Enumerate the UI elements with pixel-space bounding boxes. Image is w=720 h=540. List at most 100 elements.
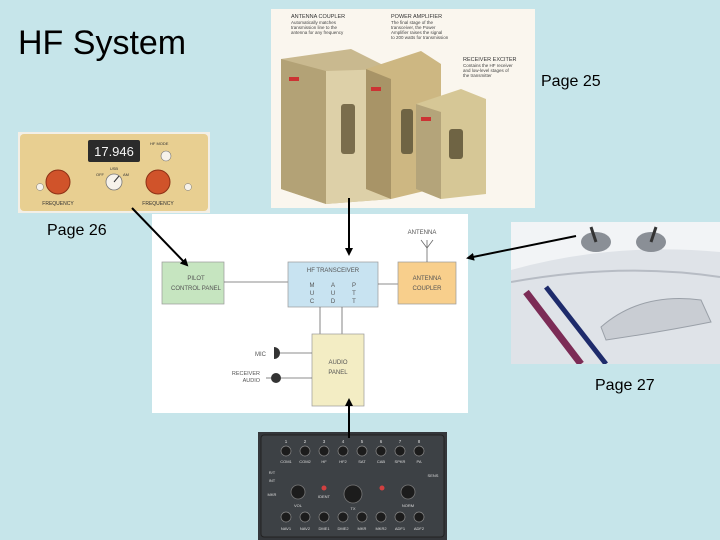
cockpit-icon <box>581 226 666 252</box>
column-letter: C <box>310 299 315 305</box>
sens-label: SENS <box>428 473 439 478</box>
int-label: INT <box>269 478 276 483</box>
column-letter: T <box>352 291 356 297</box>
receiver-audio-label: RECEIVER <box>232 371 260 377</box>
off-label: OFF <box>96 172 105 177</box>
tx-label: TX <box>350 506 355 511</box>
navigation-select-knob-icon[interactable] <box>394 511 406 523</box>
antenna-coupler-box <box>397 261 457 305</box>
receiver-select-label: CAB <box>377 459 386 464</box>
navigation-select-knob-icon[interactable] <box>356 511 368 523</box>
channel-number: 2 <box>304 439 307 444</box>
transmit-selector-knob-icon <box>343 484 363 504</box>
transceiver-columns: M U C A U D P T T <box>310 283 357 305</box>
audio-box-label: PANEL <box>328 370 348 376</box>
antenna-fairing <box>600 298 712 341</box>
amplifier-caption-line: transceiver, the Power <box>391 25 436 30</box>
receiver-select-label: HF2 <box>339 459 347 464</box>
antenna-icon <box>420 239 434 262</box>
coupler-caption-line: transmission line to the <box>291 25 338 30</box>
coupler-box-label: COUPLER <box>412 286 442 292</box>
page-label-27: Page 27 <box>595 377 655 394</box>
indicator-light-icon <box>379 485 385 491</box>
navigation-select-knob-icon[interactable] <box>413 511 425 523</box>
left-frequency-knob-icon <box>45 169 71 195</box>
receiver-select-label: COM1 <box>280 459 292 464</box>
right-frequency-label: FREQUENCY <box>142 201 174 207</box>
slide-title: HF System <box>18 24 187 62</box>
amplifier-caption-line: to 200 watts for transmission <box>391 35 449 40</box>
channel-number: 7 <box>399 439 402 444</box>
column-letter: P <box>352 283 356 289</box>
navigation-select-knob-icon[interactable] <box>318 511 330 523</box>
left-frequency-label: FREQUENCY <box>42 201 74 207</box>
column-letter: A <box>331 283 335 289</box>
right-frequency-knob-icon <box>145 169 171 195</box>
navigation-select-knob-icon[interactable] <box>375 511 387 523</box>
coupler-box-label: ANTENNA <box>413 276 442 282</box>
am-label: AM <box>123 172 129 177</box>
hf-transceiver-box <box>287 261 379 308</box>
aircraft-drawing <box>511 222 720 364</box>
usb-label: USB <box>110 166 119 171</box>
pilot-control-panel-photo: 17.946 HF MODE USB OFF AM FREQUENCY FREQ… <box>18 132 210 213</box>
navigation-select-label: ADF2 <box>414 526 425 531</box>
receiver-select-knob-icon[interactable] <box>394 445 406 457</box>
exciter-caption-line: Contains the HF receiver <box>463 63 513 68</box>
indicator-light-icon <box>321 485 327 491</box>
receiver-select-knob-icon[interactable] <box>356 445 368 457</box>
navigation-select-knob-icon[interactable] <box>299 511 311 523</box>
column-letter: M <box>310 283 315 289</box>
rt-label: R/T <box>269 470 276 475</box>
vol-label: VOL <box>294 503 303 508</box>
receiver-select-label: COM2 <box>299 459 311 464</box>
navigation-select-knob-icon[interactable] <box>337 511 349 523</box>
exciter-caption-heading: RECEIVER EXCITER <box>463 57 517 63</box>
hf-block-diagram: PILOT CONTROL PANEL HF TRANSCEIVER M U C… <box>152 214 468 413</box>
navigation-select-label: NAV2 <box>300 526 311 531</box>
receiver-select-knob-icon[interactable] <box>299 445 311 457</box>
column-letter: D <box>331 299 336 305</box>
pilot-control-panel-box <box>161 261 225 305</box>
page-label-26: Page 26 <box>47 222 107 239</box>
block-diagram-drawing: PILOT CONTROL PANEL HF TRANSCEIVER M U C… <box>161 230 457 407</box>
equipment-photo-drawing: ANTENNA COUPLER Automatically matches tr… <box>271 9 535 208</box>
navigation-select-knob-icon[interactable] <box>280 511 292 523</box>
exciter-caption-line: the transmitter <box>463 73 492 78</box>
fuselage-stripe <box>544 285 608 364</box>
mic-label: MIC <box>255 352 267 358</box>
aircraft-antenna-photo <box>511 222 720 364</box>
antenna-label: ANTENNA <box>408 230 437 236</box>
pilot-box-label: PILOT <box>187 276 205 282</box>
receiver-select-knob-icon[interactable] <box>280 445 292 457</box>
amplifier-caption-line: Amplifier raises the signal <box>391 30 442 35</box>
channel-number: 6 <box>380 439 383 444</box>
receiver-select-knob-icon[interactable] <box>318 445 330 457</box>
norm-label: NORM <box>402 503 414 508</box>
transceiver-label: HF TRANSCEIVER <box>307 268 360 274</box>
column-letter: T <box>352 299 356 305</box>
navigation-select-label: MKR <box>358 526 367 531</box>
ident-label: IDENT <box>318 494 331 499</box>
control-panel-drawing: 17.946 HF MODE USB OFF AM FREQUENCY FREQ… <box>18 132 210 213</box>
audio-box-label: AUDIO <box>328 360 347 366</box>
receiver-select-knob-icon[interactable] <box>413 445 425 457</box>
channel-number: 5 <box>361 439 364 444</box>
receiver-select-label: SPKR <box>395 459 406 464</box>
navigation-select-label: DME1 <box>318 526 330 531</box>
navigation-select-label: ADF1 <box>395 526 406 531</box>
channel-number: 3 <box>323 439 326 444</box>
receiver-select-knob-icon[interactable] <box>375 445 387 457</box>
frequency-display: 17.946 <box>94 144 134 159</box>
receiver-select-knob-icon[interactable] <box>337 445 349 457</box>
receiver-exciter-unit <box>416 89 486 199</box>
amplifier-caption-line: The final stage of the <box>391 20 434 25</box>
screw-icon <box>36 183 44 191</box>
hf-mode-label: HF MODE <box>150 141 169 146</box>
channel-number: 1 <box>285 439 288 444</box>
receiver-select-label: PA <box>416 459 421 464</box>
screw-icon <box>184 183 192 191</box>
microphone-icon <box>274 347 280 359</box>
column-letter: U <box>310 291 314 297</box>
